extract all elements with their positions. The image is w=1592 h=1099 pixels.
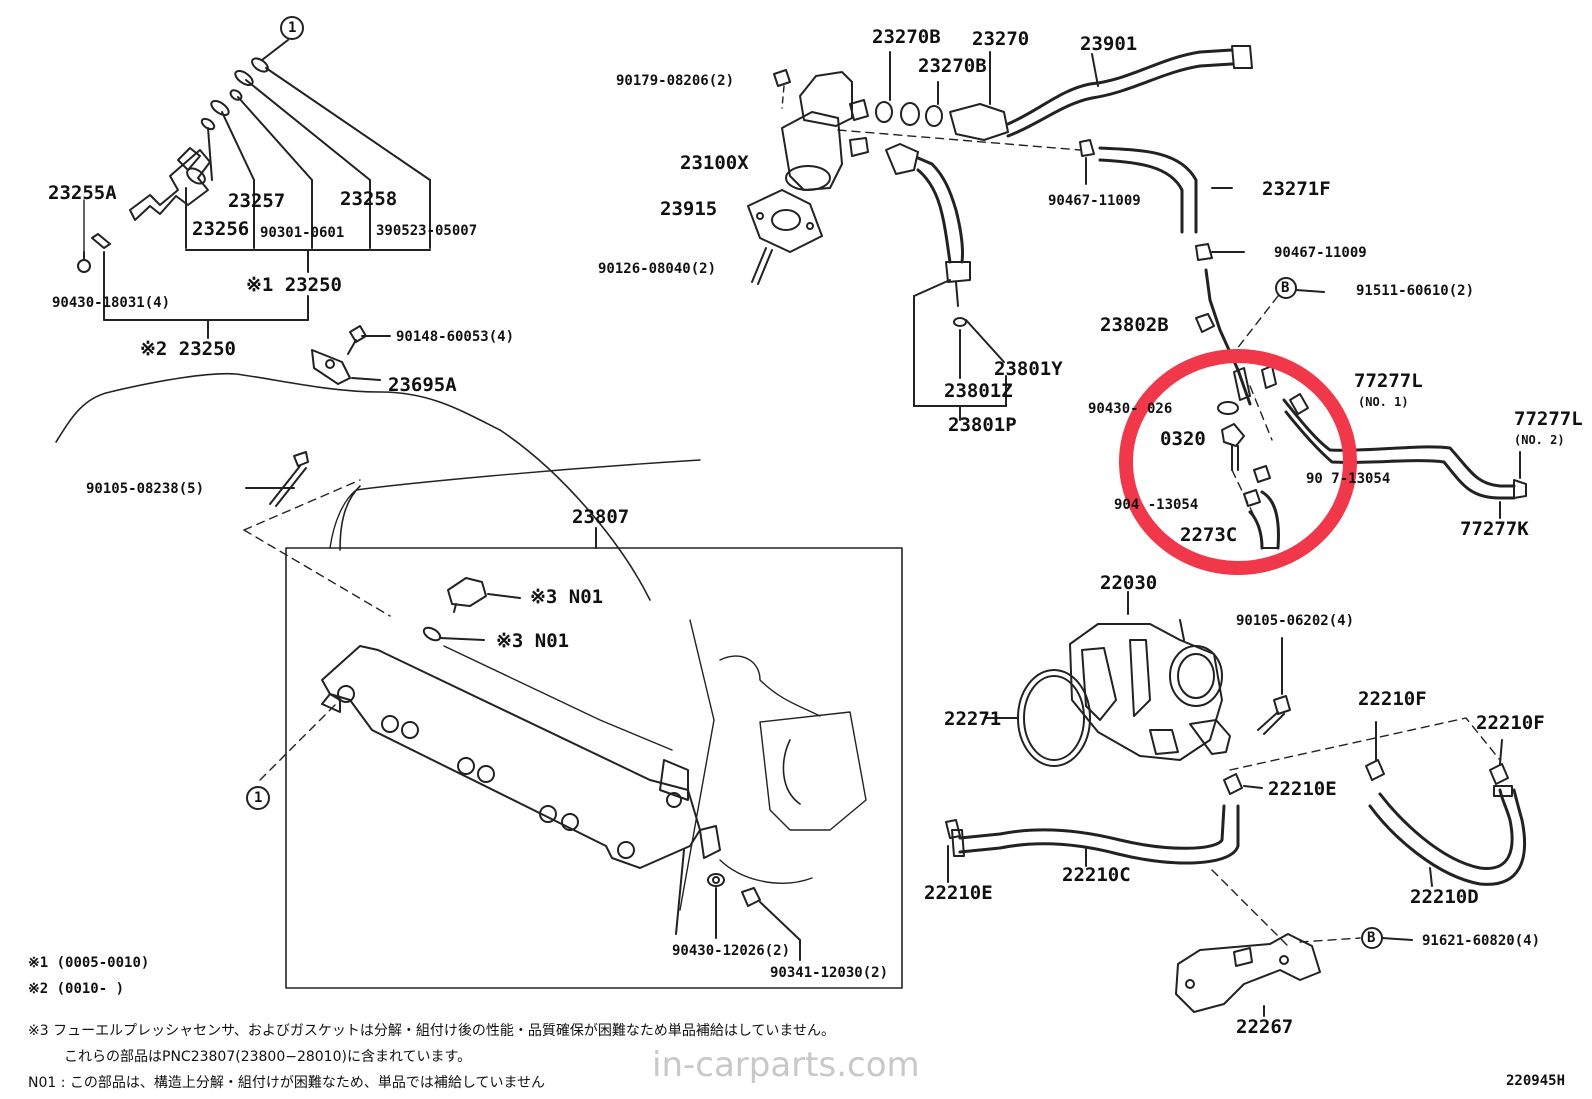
part-label-90430-026: 90430- 026 [1088, 401, 1173, 417]
part-label-23250-1: ※1 23250 [246, 274, 342, 296]
part-label-77277k: 77277K [1460, 518, 1529, 540]
part-label-91511: 91511-60610(2) [1356, 283, 1475, 299]
part-label-22210d: 22210D [1410, 886, 1479, 908]
part-label-90523: 390523-05007 [376, 223, 478, 239]
callout-1-bottom: 1 [254, 790, 263, 806]
vacuum-hose-drawing [1195, 268, 1527, 550]
pulsation-damper-drawing [747, 45, 1253, 421]
part-label-22267: 22267 [1236, 1016, 1294, 1038]
part-label-22210e-b: 22210E [924, 882, 993, 904]
callout-b-top: B [1281, 280, 1290, 296]
part-label-90126: 90126-08040(2) [598, 261, 717, 277]
part-label-22210c: 22210C [1062, 864, 1131, 886]
part-label-23255a: 23255A [48, 182, 117, 204]
part-label-22271: 22271 [944, 708, 1002, 730]
part-label-90105-06202: 90105-06202(4) [1236, 613, 1355, 629]
part-label-90-13054-a: 90 7-13054 [1306, 471, 1391, 487]
part-label-90430-18031: 90430-18031(4) [52, 295, 171, 311]
part-label-23915: 23915 [660, 198, 718, 220]
highlight-circle [1119, 349, 1357, 575]
injector-assembly-drawing [77, 16, 431, 385]
part-label-2273c: 2273C [1180, 524, 1238, 546]
part-label-0320: 0320 [1160, 428, 1206, 450]
part-label-23801p: 23801P [948, 414, 1017, 436]
part-label-23270b-a: 23270B [872, 26, 941, 48]
part-label-90467-b: 90467-11009 [1274, 245, 1367, 261]
fuel-rail-box [243, 459, 903, 989]
part-label-23801z: 23801Z [944, 380, 1013, 402]
part-label-90341: 90341-12030(2) [770, 965, 889, 981]
part-label-91621: 91621-60820(4) [1422, 933, 1541, 949]
part-label-23802b: 23802B [1100, 314, 1169, 336]
part-label-22210f-b: 22210F [1476, 712, 1545, 734]
part-label-90430-12026: 90430-12026(2) [672, 943, 791, 959]
part-label-77277l-2-no: (NO. 2) [1514, 433, 1565, 447]
part-label-23250-2: ※2 23250 [140, 338, 236, 360]
footnote-n01: N01 : この部品は、構造上分解・組付けが困難なため、単品では補給していません [28, 1075, 546, 1091]
part-label-23801y: 23801Y [994, 358, 1063, 380]
part-label-23256: 23256 [192, 218, 250, 240]
part-label-22210f-a: 22210F [1358, 688, 1427, 710]
part-label-90467-a: 90467-11009 [1048, 193, 1141, 209]
footnote-3-continued: これらの部品はPNC23807(23800−28010)に含まれています。 [64, 1049, 472, 1065]
footnote-1: ※1 (0005-0010) [28, 955, 150, 971]
part-label-23258: 23258 [340, 188, 398, 210]
bolt-90105-08238 [245, 451, 309, 507]
part-label-22030: 22030 [1100, 572, 1158, 594]
watermark: in-carparts.com [652, 1045, 920, 1085]
part-label-23270b-b: 23270B [918, 55, 987, 77]
part-label-90179: 90179-08206(2) [616, 73, 735, 89]
part-label-77277l-2: 77277L [1514, 408, 1583, 430]
part-label-90-13054-b: 904 -13054 [1114, 497, 1199, 513]
part-label-90148: 90148-60053(4) [396, 329, 515, 345]
part-label-90105-08238: 90105-08238(5) [86, 481, 205, 497]
part-label-23807: 23807 [572, 506, 630, 528]
part-label-23100x: 23100X [680, 152, 749, 174]
part-label-22210e-a: 22210E [1268, 778, 1337, 800]
part-label-23695a: 23695A [388, 374, 457, 396]
part-label-23257: 23257 [228, 190, 286, 212]
footnote-2: ※2 (0010- ) [28, 981, 125, 997]
part-label-23270: 23270 [972, 28, 1030, 50]
part-label-77277l-1-no: (NO. 1) [1358, 395, 1409, 409]
footnote-3: ※3 フューエルプレッシャセンサ、およびガスケットは分解・組付け後の性能・品質確… [28, 1023, 835, 1039]
part-label-23271f: 23271F [1262, 178, 1331, 200]
part-label-90301: 90301-0601 [260, 225, 345, 241]
throttle-body-drawing [945, 591, 1527, 1017]
part-label-n01-b: ※3 N01 [496, 630, 570, 652]
part-label-23901: 23901 [1080, 33, 1138, 55]
callout-b-bottom: B [1367, 930, 1376, 946]
diagram-code: 220945H [1506, 1073, 1566, 1089]
callout-1-top: 1 [288, 20, 297, 36]
part-label-77277l-1: 77277L [1354, 370, 1423, 392]
part-label-n01-a: ※3 N01 [530, 586, 604, 608]
